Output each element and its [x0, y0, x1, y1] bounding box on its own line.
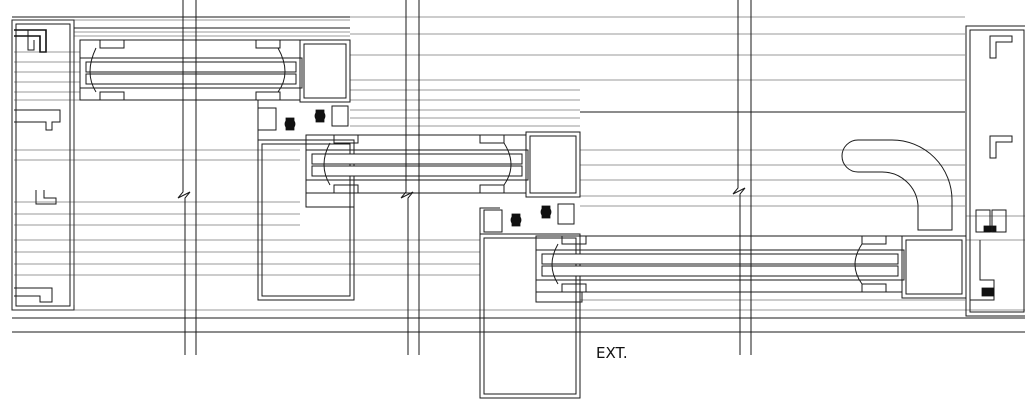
break-lines	[177, 0, 752, 355]
exterior-label: EXT.	[596, 344, 628, 362]
left-jamb-frame	[11, 19, 75, 311]
panel-2-interlock	[479, 203, 581, 399]
sliding-panel-1	[79, 39, 351, 103]
sliding-panel-2	[305, 131, 581, 208]
sliding-panel-3	[535, 235, 967, 303]
horizontal-track-lines	[12, 16, 1025, 333]
curved-pull-handle	[841, 139, 953, 231]
right-jamb-frame	[965, 25, 1025, 317]
